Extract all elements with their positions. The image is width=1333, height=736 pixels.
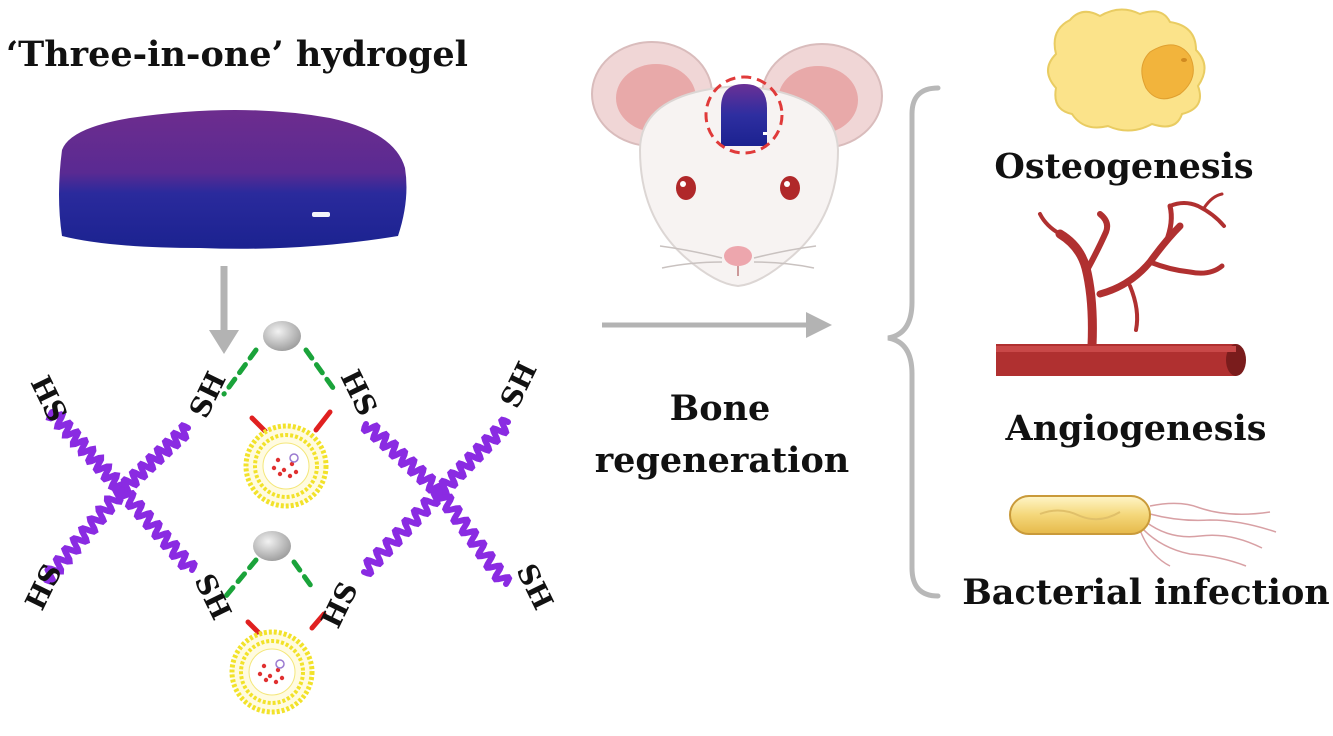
- polymer-network: [43, 409, 513, 587]
- osteoblast-cell-icon: [1047, 8, 1206, 132]
- outcome-osteogenesis: Osteogenesis: [994, 146, 1253, 187]
- arrow-label-line2: regeneration: [595, 440, 850, 481]
- arrow-label-line1: Bone: [670, 388, 771, 429]
- title: ‘Three-in-one’ hydrogel: [6, 34, 468, 75]
- thiol-label-sh: SH: [494, 357, 544, 413]
- down-arrow: [209, 266, 239, 354]
- mouse-head-illustration: [591, 41, 883, 288]
- coordination-links: [221, 347, 339, 599]
- bacterium-icon: [1009, 495, 1277, 567]
- polymer-chain: [437, 416, 511, 498]
- blood-vessel-icon: [1038, 192, 1226, 351]
- polymer-chain: [433, 489, 513, 587]
- thiol-label-hs: HS: [24, 371, 74, 427]
- polymer-chain: [116, 487, 198, 573]
- thiol-label-hs: HS: [334, 365, 384, 421]
- metal-ion-bead: [263, 321, 301, 351]
- outcome-angiogenesis: Angiogenesis: [1005, 408, 1267, 449]
- thiol-label-sh: SH: [188, 569, 238, 625]
- polymer-chain: [43, 485, 125, 585]
- liposome: [243, 423, 329, 509]
- thiol-label-hs: HS: [315, 577, 365, 633]
- thiol-label-sh: SH: [183, 367, 233, 423]
- curly-brace: [887, 85, 941, 599]
- polymer-chain: [45, 409, 129, 493]
- outcome-bacterial-infection: Bacterial infection: [962, 572, 1330, 613]
- liposomes: [229, 423, 329, 715]
- blood-vessel-trunk: [996, 344, 1246, 376]
- metal-ion-bead: [253, 531, 291, 561]
- polymer-chain: [360, 421, 446, 495]
- right-arrow: [602, 312, 832, 338]
- liposome: [229, 629, 315, 715]
- polymer-chain: [361, 486, 443, 578]
- polymer-chain: [119, 421, 191, 497]
- hydrogel-illustration: [59, 110, 407, 249]
- thiol-label-sh: SH: [510, 559, 560, 615]
